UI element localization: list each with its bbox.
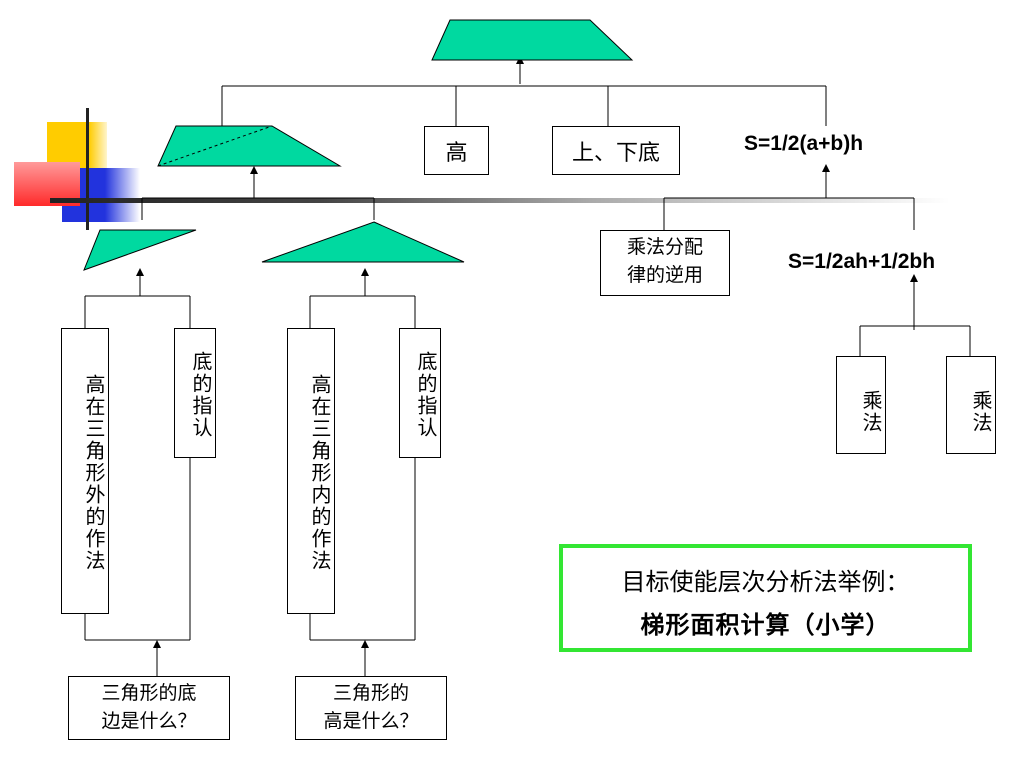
triangle-acute-icon: [261, 221, 465, 263]
distributive-line-1: 乘法分配: [626, 236, 703, 258]
question-height-line-1: 三角形的: [332, 682, 409, 704]
height-outside-node: 高在三角形外的作法: [61, 328, 109, 614]
height-outside-label: 高在三角形外的作法: [82, 374, 106, 572]
base-identify-label-2: 底的指认: [414, 351, 438, 439]
summary-title: 目标使能层次分析法举例：: [621, 568, 910, 596]
summary-subtitle: 梯形面积计算（小学）: [640, 610, 891, 639]
formula-expanded: S=1/2ah+1/2bh: [788, 250, 936, 273]
question-base-line-2: 边是什么？: [101, 710, 197, 732]
question-height-node: 三角形的 高是什么？: [295, 676, 447, 740]
bases-node: 上、下底: [552, 126, 680, 175]
multiplication-node-right: 乘法: [946, 356, 996, 454]
question-base-line-1: 三角形的底: [101, 682, 197, 704]
corner-decoration: [0, 0, 150, 240]
trapezoid-icon: [431, 19, 634, 61]
height-node: 高: [424, 126, 489, 175]
height-inside-node: 高在三角形内的作法: [287, 328, 335, 614]
vertical-line: [86, 108, 89, 230]
question-height-line-2: 高是什么？: [323, 710, 419, 732]
question-base-node: 三角形的底 边是什么？: [68, 676, 230, 740]
distributive-line-2: 律的逆用: [626, 264, 703, 286]
horizontal-rule: [50, 198, 950, 203]
base-identify-node-2: 底的指认: [399, 328, 441, 458]
trapezoid-split-icon: [157, 125, 342, 167]
base-identify-label-1: 底的指认: [189, 351, 213, 439]
summary-box: 目标使能层次分析法举例： 梯形面积计算（小学）: [559, 544, 972, 652]
multiplication-node-left: 乘法: [836, 356, 886, 454]
height-inside-label: 高在三角形内的作法: [308, 374, 332, 572]
multiplication-right-label: 乘法: [969, 390, 993, 434]
formula-main: S=1/2(a+b)h: [744, 132, 864, 155]
distributive-law-node: 乘法分配 律的逆用: [600, 230, 730, 296]
triangle-obtuse-icon: [83, 229, 197, 271]
multiplication-left-label: 乘法: [859, 390, 883, 434]
base-identify-node-1: 底的指认: [174, 328, 216, 458]
